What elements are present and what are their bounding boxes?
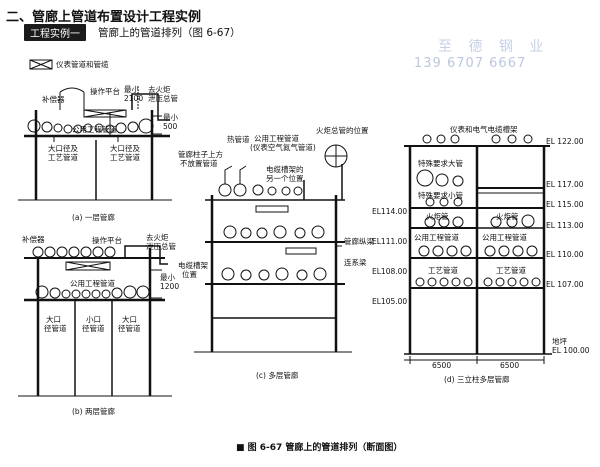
fig-b-big2-b: 径管道: [118, 324, 141, 333]
fig-b-big-b: 径管道: [44, 324, 67, 333]
fig-a-big-a: 大口径及: [48, 144, 78, 153]
fig-c-flare-pos: 火炬总管的位置: [316, 126, 369, 135]
fig-b-small-b: 径管道: [82, 324, 105, 333]
legend-symbol: [29, 59, 53, 70]
fig-d-drawing: [404, 134, 552, 364]
fig-c-no-pipe-b: 不放置管道: [180, 159, 218, 168]
fig-d-el1100: EL 110.00: [546, 250, 584, 259]
fig-d-dim2: 6500: [500, 361, 520, 370]
fig-a-min2100-b: 2100: [124, 94, 144, 103]
fig-d-flare1: 火炬管: [426, 212, 449, 221]
fig-c-bracket-a: 电缆槽架: [178, 261, 208, 270]
fig-d-el1110: EL111.00: [372, 237, 408, 246]
fig-d-el1140: EL114.00: [372, 207, 408, 216]
fig-a-min500-b: 500: [163, 122, 178, 131]
fig-d-special-big: 特殊要求大管: [418, 159, 463, 168]
fig-b-utility: 公用工程管道: [70, 279, 115, 288]
fig-b-small-a: 小口: [86, 315, 101, 324]
fig-b-caption: (b) 两层管廊: [72, 407, 115, 416]
fig-d-caption: (d) 三立柱多层管廊: [444, 375, 510, 384]
fig-c-longitudinal: 管廊纵梁: [344, 237, 374, 246]
fig-d-el1130: EL 113.00: [546, 221, 584, 230]
fig-c-utility-a: 公用工程管道: [254, 134, 299, 143]
fig-c-cable-b: 另一个位置: [266, 174, 304, 183]
fig-b-big2-a: 大口: [122, 315, 137, 324]
fig-a-utility: 公用工程管道: [72, 125, 117, 134]
fig-d-ground-a: 地坪: [552, 337, 567, 346]
fig-d-el1170: EL 117.00: [546, 180, 584, 189]
fig-a-min2100-a: 最小: [124, 85, 139, 94]
fig-a-big2-b: 工艺管道: [110, 153, 140, 162]
watermark-phone: 139 6707 6667: [414, 56, 527, 71]
fig-c-utility-b: (仪表空气氮气管道): [250, 143, 316, 152]
fig-b-compensator: 补偿器: [22, 235, 45, 244]
fig-b-flare-a: 去火炬: [146, 233, 169, 242]
fig-d-el1220: EL 122.00: [546, 137, 584, 146]
fig-b-min1200-b: 1200: [160, 282, 180, 291]
fig-d-flare2: 火炬管: [496, 212, 519, 221]
fig-a-caption: (a) 一层管廊: [72, 213, 115, 222]
fig-d-util1: 公用工程管道: [414, 233, 459, 242]
fig-d-el1050: EL105.00: [372, 297, 408, 306]
fig-d-ground-b: EL 100.00: [552, 346, 590, 355]
legend-text: 仪表管道和管缆: [56, 60, 109, 69]
figure-caption: ■ 图 6-67 管廊上的管道排列（断面图）: [236, 443, 403, 453]
fig-c-bracket-b: 位置: [182, 270, 197, 279]
fig-d-tray: 仪表和电气电缆槽架: [450, 125, 518, 134]
fig-a-flare-a: 去火炬: [148, 85, 171, 94]
section-title: 二、管廊上管道布置设计工程实例: [6, 10, 202, 25]
fig-d-el1080: EL108.00: [372, 267, 408, 276]
fig-c-drawing: [194, 144, 352, 353]
fig-b-platform: 操作平台: [92, 236, 122, 245]
fig-a-platform: 操作平台: [90, 87, 120, 96]
fig-b-big-a: 大口: [46, 315, 61, 324]
fig-a-big2-a: 大口径及: [110, 144, 140, 153]
fig-b-flare-b: 泄压总管: [146, 242, 176, 251]
fig-c-tie-beam: 连系梁: [344, 258, 367, 267]
fig-d-dim1: 6500: [432, 361, 452, 370]
fig-d-proc1: 工艺管道: [428, 266, 458, 275]
fig-a-min500-a: 最小: [163, 113, 178, 122]
fig-d-special-small: 特殊要求小管: [418, 191, 463, 200]
example-badge: 工程实例一: [24, 24, 86, 41]
fig-d-el1070: EL 107.00: [546, 280, 584, 289]
fig-d-proc2: 工艺管道: [496, 266, 526, 275]
fig-b-min1200-a: 最小: [160, 273, 175, 282]
fig-c-hot-pipe: 热管道: [227, 135, 250, 144]
example-title: 管廊上的管道排列（图 6-67）: [98, 27, 241, 39]
fig-b-drawing: [18, 245, 172, 397]
fig-a-big-b: 工艺管道: [48, 153, 78, 162]
fig-d-util2: 公用工程管道: [482, 233, 527, 242]
fig-a-flare-b: 泄压总管: [148, 94, 178, 103]
fig-c-caption: (c) 多层管廊: [256, 371, 299, 380]
fig-a-compensator: 补偿器: [42, 95, 65, 104]
watermark-company: 至 德 钢 业: [438, 39, 550, 55]
fig-c-no-pipe-a: 管廊柱子上方: [178, 150, 223, 159]
fig-a-drawing: [18, 86, 172, 201]
fig-d-el1150: EL 115.00: [546, 200, 584, 209]
fig-c-cable-a: 电缆槽架的: [266, 165, 304, 174]
